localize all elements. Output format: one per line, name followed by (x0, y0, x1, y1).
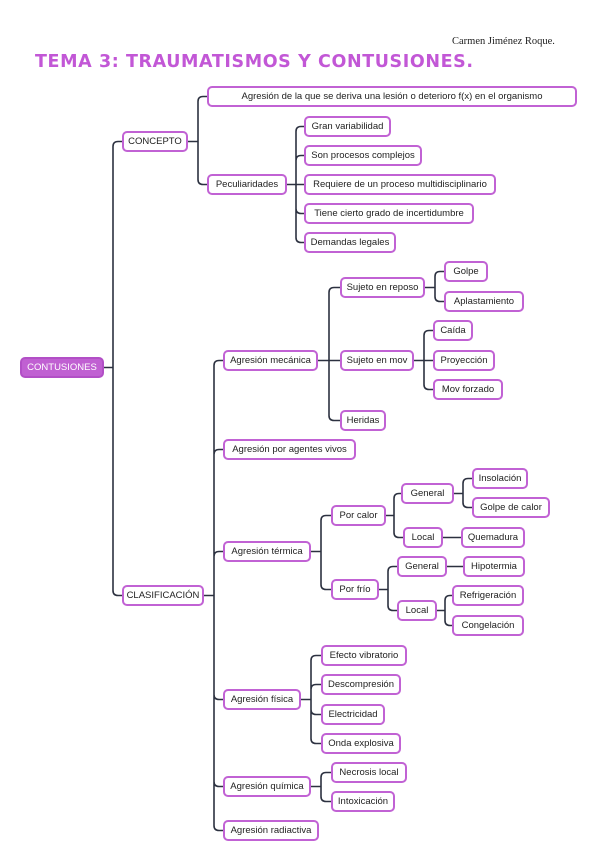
node-sujeto-mov[interactable]: Sujeto en mov (340, 350, 414, 371)
node-contusiones[interactable]: CONTUSIONES (20, 357, 104, 378)
node-onda-explosiva[interactable]: Onda explosiva (321, 733, 401, 754)
node-agresion-mecanica[interactable]: Agresión mecánica (223, 350, 318, 371)
node-calor-general[interactable]: General (401, 483, 454, 504)
connector-node-agresion-mecanica (317, 286, 341, 422)
node-caida[interactable]: Caída (433, 320, 473, 341)
node-concepto[interactable]: CONCEPTO (122, 131, 188, 152)
author-name: Carmen Jiménez Roque. (452, 36, 555, 47)
node-aplastamiento[interactable]: Aplastamiento (444, 291, 524, 312)
connector-node-por-frio (378, 565, 398, 612)
node-necrosis-local[interactable]: Necrosis local (331, 762, 407, 783)
node-por-calor[interactable]: Por calor (331, 505, 386, 526)
node-efecto-vibratorio[interactable]: Efecto vibratorio (321, 645, 407, 666)
node-agresion-fisica[interactable]: Agresión física (223, 689, 301, 710)
connector-node-agresion-quimica (310, 771, 332, 803)
node-descompresion[interactable]: Descompresión (321, 674, 401, 695)
node-hipotermia[interactable]: Hipotermia (463, 556, 525, 577)
node-agentes-vivos[interactable]: Agresión por agentes vivos (223, 439, 356, 460)
connector-node-agresion-termica (310, 514, 332, 591)
node-multidisciplinario[interactable]: Requiere de un proceso multidisciplinari… (304, 174, 496, 195)
node-procesos-complejos[interactable]: Son procesos complejos (304, 145, 422, 166)
node-agresion-termica[interactable]: Agresión térmica (223, 541, 311, 562)
node-heridas[interactable]: Heridas (340, 410, 386, 431)
node-golpe[interactable]: Golpe (444, 261, 488, 282)
connector-node-frio-local (436, 594, 453, 627)
node-insolacion[interactable]: Insolación (472, 468, 528, 489)
node-clasificacion[interactable]: CLASIFICACIÓN (122, 585, 204, 606)
node-quemadura[interactable]: Quemadura (461, 527, 525, 548)
connector-node-concepto (187, 95, 208, 186)
node-peculiaridades[interactable]: Peculiaridades (207, 174, 287, 195)
connector-node-contusiones (103, 140, 123, 597)
connector-node-sujeto-mov (413, 329, 434, 391)
node-sujeto-reposo[interactable]: Sujeto en reposo (340, 277, 425, 298)
node-refrigeracion[interactable]: Refrigeración (452, 585, 524, 606)
node-golpe-calor[interactable]: Golpe de calor (472, 497, 550, 518)
connector-node-clasificacion (203, 359, 224, 832)
node-por-frio[interactable]: Por frío (331, 579, 379, 600)
connector-node-peculiaridades (286, 125, 305, 244)
connector-node-calor-general (453, 477, 473, 509)
node-electricidad[interactable]: Electricidad (321, 704, 385, 725)
node-gran-variabilidad[interactable]: Gran variabilidad (304, 116, 391, 137)
node-frio-local[interactable]: Local (397, 600, 437, 621)
node-calor-local[interactable]: Local (403, 527, 443, 548)
page-title: TEMA 3: TRAUMATISMOS Y CONTUSIONES. (35, 52, 474, 72)
node-proyeccion[interactable]: Proyección (433, 350, 495, 371)
connector-node-sujeto-reposo (424, 270, 445, 303)
connector-node-agresion-fisica (300, 654, 322, 745)
node-demandas-legales[interactable]: Demandas legales (304, 232, 396, 253)
node-intoxicacion[interactable]: Intoxicación (331, 791, 395, 812)
node-agresion-quimica[interactable]: Agresión química (223, 776, 311, 797)
node-incertidumbre[interactable]: Tiene cierto grado de incertidumbre (304, 203, 474, 224)
node-definicion[interactable]: Agresión de la que se deriva una lesión … (207, 86, 577, 107)
node-agresion-radiactiva[interactable]: Agresión radiactiva (223, 820, 319, 841)
node-frio-general[interactable]: General (397, 556, 447, 577)
node-congelacion[interactable]: Congelación (452, 615, 524, 636)
connector-node-por-calor (385, 492, 404, 539)
node-mov-forzado[interactable]: Mov forzado (433, 379, 503, 400)
